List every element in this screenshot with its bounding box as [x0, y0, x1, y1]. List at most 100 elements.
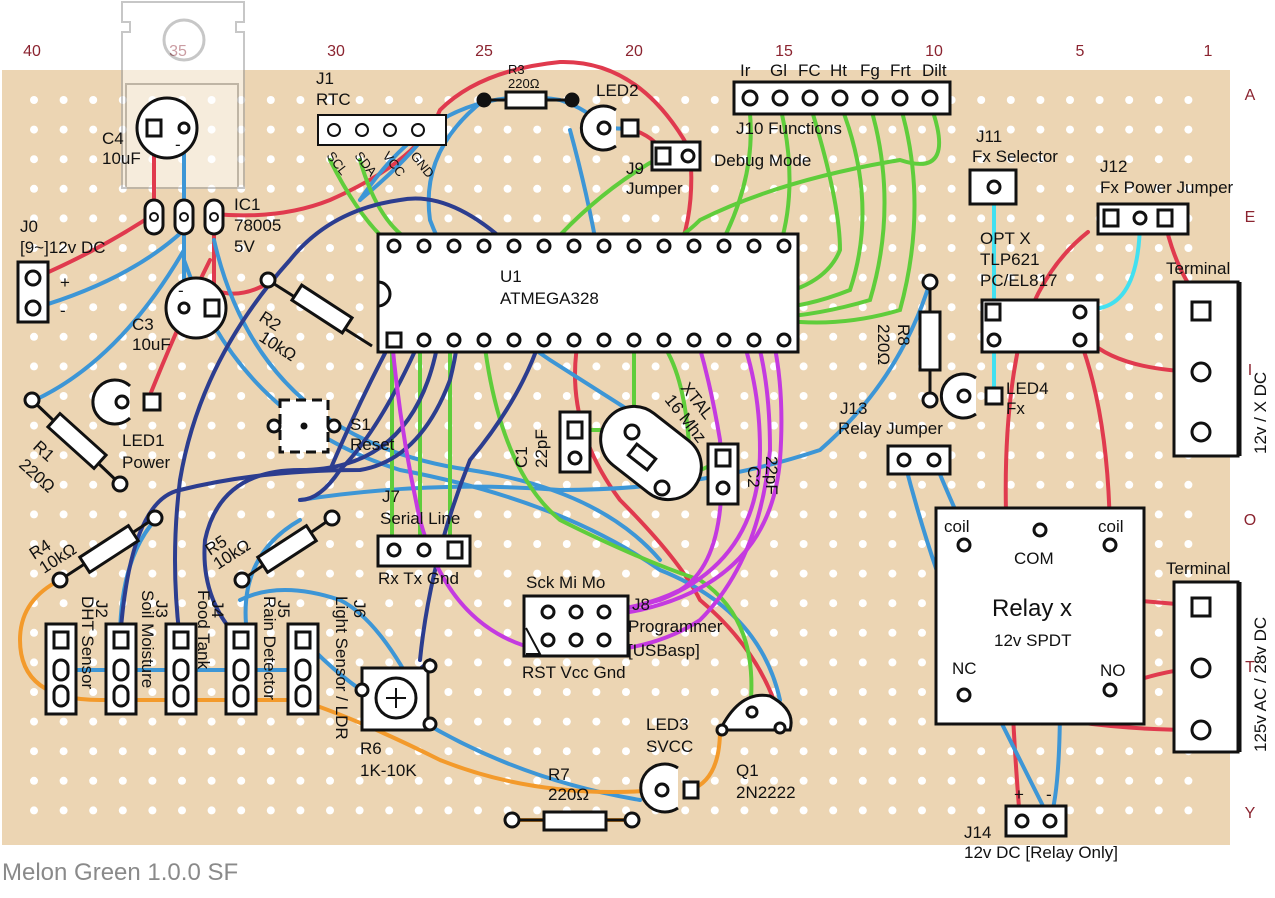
- board-hole: [858, 332, 867, 341]
- board-hole: [1006, 125, 1015, 134]
- board-hole: [30, 747, 38, 756]
- j10-pin-ir: Ir: [740, 61, 751, 80]
- board-hole: [296, 747, 305, 756]
- board-hole: [888, 747, 897, 756]
- board-hole: [178, 717, 186, 726]
- led4: [939, 372, 1004, 420]
- u1-pin: [686, 332, 702, 348]
- board-hole: [1006, 214, 1015, 223]
- board-hole: [1184, 806, 1193, 815]
- r8-resistor: [918, 273, 942, 409]
- board-hole: [414, 96, 423, 104]
- board-hole: [1184, 184, 1193, 193]
- board-hole: [533, 569, 542, 578]
- board-hole: [207, 392, 216, 400]
- board-hole: [977, 421, 986, 430]
- board-hole: [770, 125, 778, 134]
- board-hole: [918, 717, 926, 726]
- q1-label: Q1: [736, 761, 759, 780]
- board-hole: [59, 540, 68, 548]
- board-hole: [355, 628, 364, 637]
- board-hole: [829, 421, 838, 430]
- board-hole: [1006, 96, 1015, 104]
- board-hole: [89, 332, 98, 341]
- board-hole: [799, 214, 808, 223]
- u1-pin: [385, 331, 403, 349]
- board-hole: [710, 806, 719, 815]
- board-hole: [1036, 214, 1045, 223]
- board-hole: [1095, 125, 1104, 134]
- board-hole: [355, 540, 364, 548]
- board-hole: [533, 362, 542, 371]
- board-hole: [681, 717, 690, 726]
- board-hole: [1125, 776, 1134, 785]
- j10-pin-ht: Ht: [830, 61, 847, 80]
- board-hole: [296, 155, 305, 164]
- board-hole: [592, 155, 601, 164]
- terminal-2-label: Terminal: [1166, 559, 1230, 578]
- board-hole: [503, 214, 512, 223]
- board-hole: [1066, 155, 1074, 164]
- board-hole: [237, 451, 246, 460]
- board-hole: [118, 362, 127, 371]
- q1-transistor: [715, 693, 793, 737]
- board-hole: [1036, 392, 1045, 400]
- board-hole: [148, 421, 157, 430]
- board-hole: [829, 688, 838, 696]
- board-hole: [355, 362, 364, 371]
- board-hole: [622, 96, 630, 104]
- board-hole: [444, 155, 453, 164]
- board-hole: [710, 184, 719, 193]
- board-hole: [326, 244, 334, 252]
- board-hole: [562, 392, 571, 400]
- board-hole: [444, 747, 453, 756]
- board-hole: [266, 125, 275, 134]
- board-hole: [355, 244, 364, 252]
- u1-pin: [716, 238, 732, 254]
- j7-label: J7: [382, 487, 400, 506]
- board-hole: [799, 776, 808, 785]
- j13-relay-jumper: [886, 444, 952, 476]
- board-hole: [770, 658, 778, 667]
- j8-desc-2: [USBasp]: [628, 641, 700, 660]
- u1-pin: [746, 332, 762, 348]
- board-hole: [237, 421, 246, 430]
- c4-minus: -: [175, 135, 181, 154]
- board-hole: [1066, 392, 1074, 400]
- board-hole: [888, 421, 897, 430]
- j5-desc: Rain Detector: [260, 596, 279, 700]
- board-hole: [977, 155, 986, 164]
- board-hole: [622, 155, 630, 164]
- board-hole: [30, 540, 38, 548]
- r3-label: R3: [508, 62, 525, 77]
- board-hole: [1154, 96, 1163, 104]
- board-hole: [622, 717, 630, 726]
- board-hole: [858, 125, 867, 134]
- board-hole: [1066, 747, 1074, 756]
- board-hole: [740, 480, 749, 489]
- board-hole: [503, 184, 512, 193]
- board-hole: [562, 184, 571, 193]
- board-hole: [1036, 184, 1045, 193]
- board-hole: [266, 747, 275, 756]
- board-hole: [355, 96, 364, 104]
- board-hole: [829, 244, 838, 252]
- board-hole: [710, 510, 719, 519]
- j11-label: J11: [976, 127, 1002, 146]
- board-hole: [533, 688, 542, 696]
- board-hole: [1125, 747, 1134, 756]
- j8-bottom-pins: RST Vcc Gnd: [522, 663, 626, 682]
- board-hole: [355, 303, 364, 312]
- board-hole: [237, 273, 246, 282]
- board-hole: [266, 96, 275, 104]
- j3-label: J3: [152, 600, 171, 618]
- board-hole: [503, 688, 512, 696]
- board-hole: [503, 658, 512, 667]
- j9-desc: Jumper: [626, 179, 683, 198]
- board-hole: [1184, 155, 1193, 164]
- board-hole: [237, 806, 246, 815]
- board-hole: [562, 155, 571, 164]
- board-hole: [710, 155, 719, 164]
- board-hole: [148, 658, 157, 667]
